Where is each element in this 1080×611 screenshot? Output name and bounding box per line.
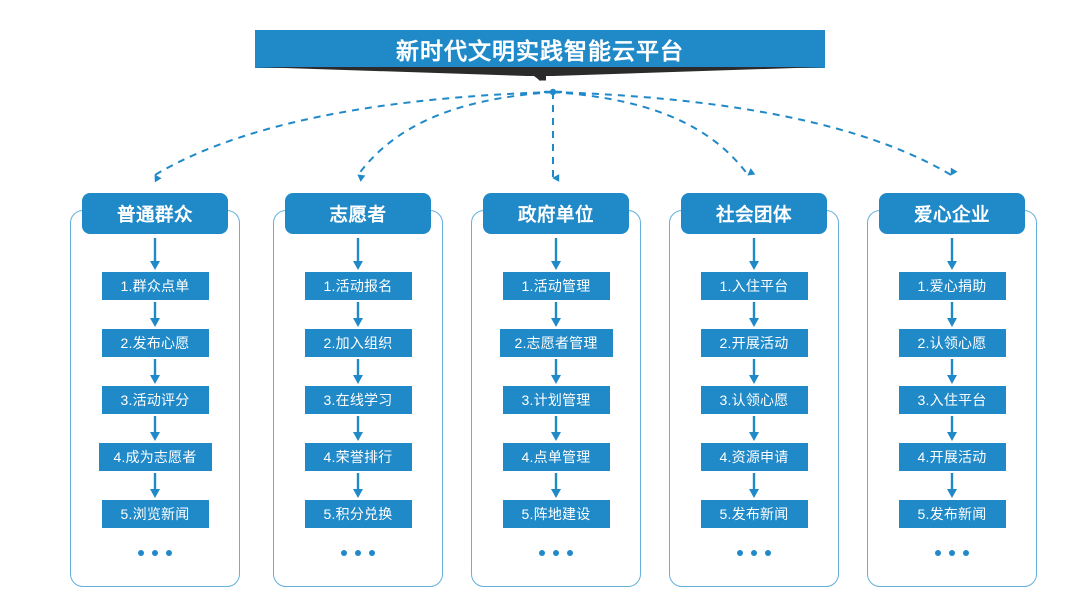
list-item[interactable]: 1.群众点单	[101, 272, 209, 300]
list-item[interactable]: 5.发布新闻	[898, 500, 1006, 528]
list-item[interactable]: 2.发布心愿	[101, 329, 209, 357]
list-item[interactable]: 3.活动评分	[101, 386, 209, 414]
list-item[interactable]: 3.在线学习	[304, 386, 412, 414]
list-item[interactable]: 4.点单管理	[502, 443, 610, 471]
item-arrow	[471, 471, 641, 500]
ellipsis-dots	[669, 550, 839, 556]
platform-title-bar: 新时代文明实践智能云平台	[255, 30, 825, 68]
ellipsis-dots	[471, 550, 641, 556]
list-item[interactable]: 2.开展活动	[700, 329, 808, 357]
column-5-items: 1.爱心捐助 2.认领心愿 3.入住平台 4.开展活动 5.发布新闻	[867, 272, 1037, 556]
column-4-items: 1.入住平台 2.开展活动 3.认领心愿 4.资源申请 5.发布新闻	[669, 272, 839, 556]
column-4-header[interactable]: 社会团体	[681, 193, 827, 234]
item-arrow	[471, 414, 641, 443]
item-arrow	[273, 300, 443, 329]
connector-to-column-1	[154, 91, 554, 183]
item-arrow	[669, 300, 839, 329]
item-arrow	[471, 300, 641, 329]
list-item[interactable]: 1.入住平台	[700, 272, 808, 300]
title-banner-shadow	[255, 67, 825, 81]
column-3-header-arrow	[471, 234, 641, 272]
item-arrow	[70, 357, 240, 386]
list-item[interactable]: 5.浏览新闻	[101, 500, 209, 528]
column-1: 普通群众 1.群众点单 2.发布心愿 3.活动评分 4.成为志愿者 5.浏览新闻	[70, 193, 240, 587]
column-5-header-arrow	[867, 234, 1037, 272]
list-item[interactable]: 1.活动管理	[502, 272, 610, 300]
item-arrow	[273, 357, 443, 386]
column-4-header-arrow	[669, 234, 839, 272]
list-item[interactable]: 4.荣誉排行	[304, 443, 412, 471]
item-arrow	[273, 414, 443, 443]
list-item[interactable]: 4.开展活动	[898, 443, 1006, 471]
item-arrow	[867, 471, 1037, 500]
column-2-header[interactable]: 志愿者	[285, 193, 431, 234]
item-arrow	[669, 357, 839, 386]
column-1-header[interactable]: 普通群众	[82, 193, 228, 234]
column-5-header[interactable]: 爱心企业	[879, 193, 1025, 234]
item-arrow	[471, 357, 641, 386]
ellipsis-dots	[70, 550, 240, 556]
page-title: 新时代文明实践智能云平台	[396, 38, 684, 64]
column-3: 政府单位 1.活动管理 2.志愿者管理 3.计划管理 4.点单管理 5.阵地建设	[471, 193, 641, 587]
connector-to-column-2	[357, 91, 554, 182]
column-4: 社会团体 1.入住平台 2.开展活动 3.认领心愿 4.资源申请 5.发布新闻	[669, 193, 839, 587]
connector-hub	[549, 88, 557, 96]
column-3-items: 1.活动管理 2.志愿者管理 3.计划管理 4.点单管理 5.阵地建设	[471, 272, 641, 556]
ellipsis-dots	[273, 550, 443, 556]
item-arrow	[867, 414, 1037, 443]
column-2: 志愿者 1.活动报名 2.加入组织 3.在线学习 4.荣誉排行 5.积分兑换	[273, 193, 443, 587]
list-item[interactable]: 2.志愿者管理	[499, 329, 613, 357]
item-arrow	[867, 357, 1037, 386]
column-5: 爱心企业 1.爱心捐助 2.认领心愿 3.入住平台 4.开展活动 5.发布新闻	[867, 193, 1037, 587]
item-arrow	[867, 300, 1037, 329]
list-item[interactable]: 3.入住平台	[898, 386, 1006, 414]
connector-to-column-4	[552, 91, 756, 176]
list-item[interactable]: 3.计划管理	[502, 386, 610, 414]
list-item[interactable]: 1.爱心捐助	[898, 272, 1006, 300]
item-arrow	[669, 471, 839, 500]
list-item[interactable]: 4.资源申请	[700, 443, 808, 471]
ellipsis-dots	[867, 550, 1037, 556]
list-item[interactable]: 5.发布新闻	[700, 500, 808, 528]
list-item[interactable]: 1.活动报名	[304, 272, 412, 300]
column-1-header-arrow	[70, 234, 240, 272]
platform-title-banner: 新时代文明实践智能云平台	[255, 30, 825, 68]
item-arrow	[70, 414, 240, 443]
item-arrow	[70, 300, 240, 329]
list-item[interactable]: 5.阵地建设	[502, 500, 610, 528]
item-arrow	[273, 471, 443, 500]
column-2-items: 1.活动报名 2.加入组织 3.在线学习 4.荣誉排行 5.积分兑换	[273, 272, 443, 556]
list-item[interactable]: 2.加入组织	[304, 329, 412, 357]
list-item[interactable]: 3.认领心愿	[700, 386, 808, 414]
column-3-header[interactable]: 政府单位	[483, 193, 629, 234]
list-item[interactable]: 2.认领心愿	[898, 329, 1006, 357]
item-arrow	[70, 471, 240, 500]
connector-to-column-5	[552, 91, 958, 176]
item-arrow	[669, 414, 839, 443]
column-1-items: 1.群众点单 2.发布心愿 3.活动评分 4.成为志愿者 5.浏览新闻	[70, 272, 240, 556]
list-item[interactable]: 5.积分兑换	[304, 500, 412, 528]
list-item[interactable]: 4.成为志愿者	[98, 443, 212, 471]
column-2-header-arrow	[273, 234, 443, 272]
